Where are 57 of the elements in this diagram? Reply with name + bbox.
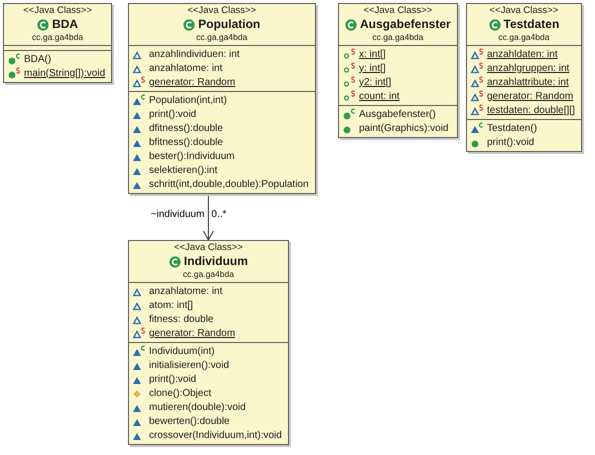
class-name: BDA [52, 17, 78, 32]
class-box [128, 240, 289, 445]
member-text: anzahlatome: int [149, 62, 222, 74]
class-name: Population [198, 17, 260, 32]
package-text: cc.ga.ga4bda [182, 269, 234, 280]
member-text: dfitness():double [149, 122, 223, 134]
member-text: mutieren(double):void [149, 402, 246, 412]
package-text: cc.ga.ga4bda [32, 32, 84, 43]
member-text: generator: Random [149, 76, 236, 88]
member-text: schritt(int,double,double):Population [149, 178, 309, 190]
class-box [128, 3, 316, 194]
member-text: generator: Random [487, 90, 574, 102]
class-box [338, 3, 458, 138]
member-text: Testdaten() [487, 122, 538, 134]
member-text: testdaten: double[][] [487, 104, 575, 116]
member-text: Individuum(int) [149, 346, 215, 356]
class-box [3, 3, 112, 83]
stereotype-text: <<Java Class>> [174, 242, 243, 254]
member-text: main(String[]):void [24, 68, 106, 78]
member-text: fitness: double [149, 314, 214, 324]
member-text: anzahlgruppen: int [487, 62, 570, 74]
member-text: initialisieren():void [149, 360, 230, 370]
member-text: bfitness():double [149, 136, 223, 148]
member-text: bester():Individuum [149, 150, 235, 162]
member-text: y2: int[] [359, 76, 392, 88]
class-box [466, 3, 582, 152]
member-text: anzahlindividuen: int [149, 48, 240, 60]
member-text: selektieren():int [149, 164, 218, 176]
association-arrow [202, 194, 214, 240]
member-text: y: int[] [359, 62, 386, 74]
member-text: bewerten():double [149, 416, 230, 426]
member-text: Ausgabefenster() [359, 108, 436, 120]
member-text: print():void [149, 374, 196, 384]
class-name: Testdaten [504, 17, 560, 32]
member-text: anzahlattribute: int [487, 76, 569, 88]
stereotype-text: <<Java Class>> [490, 5, 558, 17]
stereotype-text: <<Java Class>> [364, 5, 432, 17]
class-name: Ausgabefenster [360, 17, 451, 32]
package-text: cc.ga.ga4bda [498, 32, 550, 43]
stereotype-text: <<Java Class>> [23, 5, 92, 17]
stereotype-text: <<Java Class>> [187, 5, 256, 17]
member-text: crossover(Individuum,int):void [149, 430, 282, 440]
member-text: anzahlatome: int [149, 286, 222, 296]
member-text: clone():Object [149, 388, 212, 398]
package-text: cc.ga.ga4bda [372, 32, 424, 43]
member-text: x: int[] [359, 48, 386, 60]
member-text: print():void [487, 136, 534, 148]
member-text: print():void [149, 108, 196, 120]
member-text: Population(int,int) [149, 94, 227, 106]
member-text: BDA() [24, 54, 52, 64]
package-text: cc.ga.ga4bda [196, 32, 248, 43]
member-text: generator: Random [149, 328, 236, 338]
member-text: atom: int[] [149, 300, 193, 310]
member-text: count: int [359, 90, 400, 102]
class-name: Individuum [184, 254, 248, 269]
member-text: paint(Graphics):void [359, 122, 448, 134]
member-text: anzahldaten: int [487, 48, 558, 60]
